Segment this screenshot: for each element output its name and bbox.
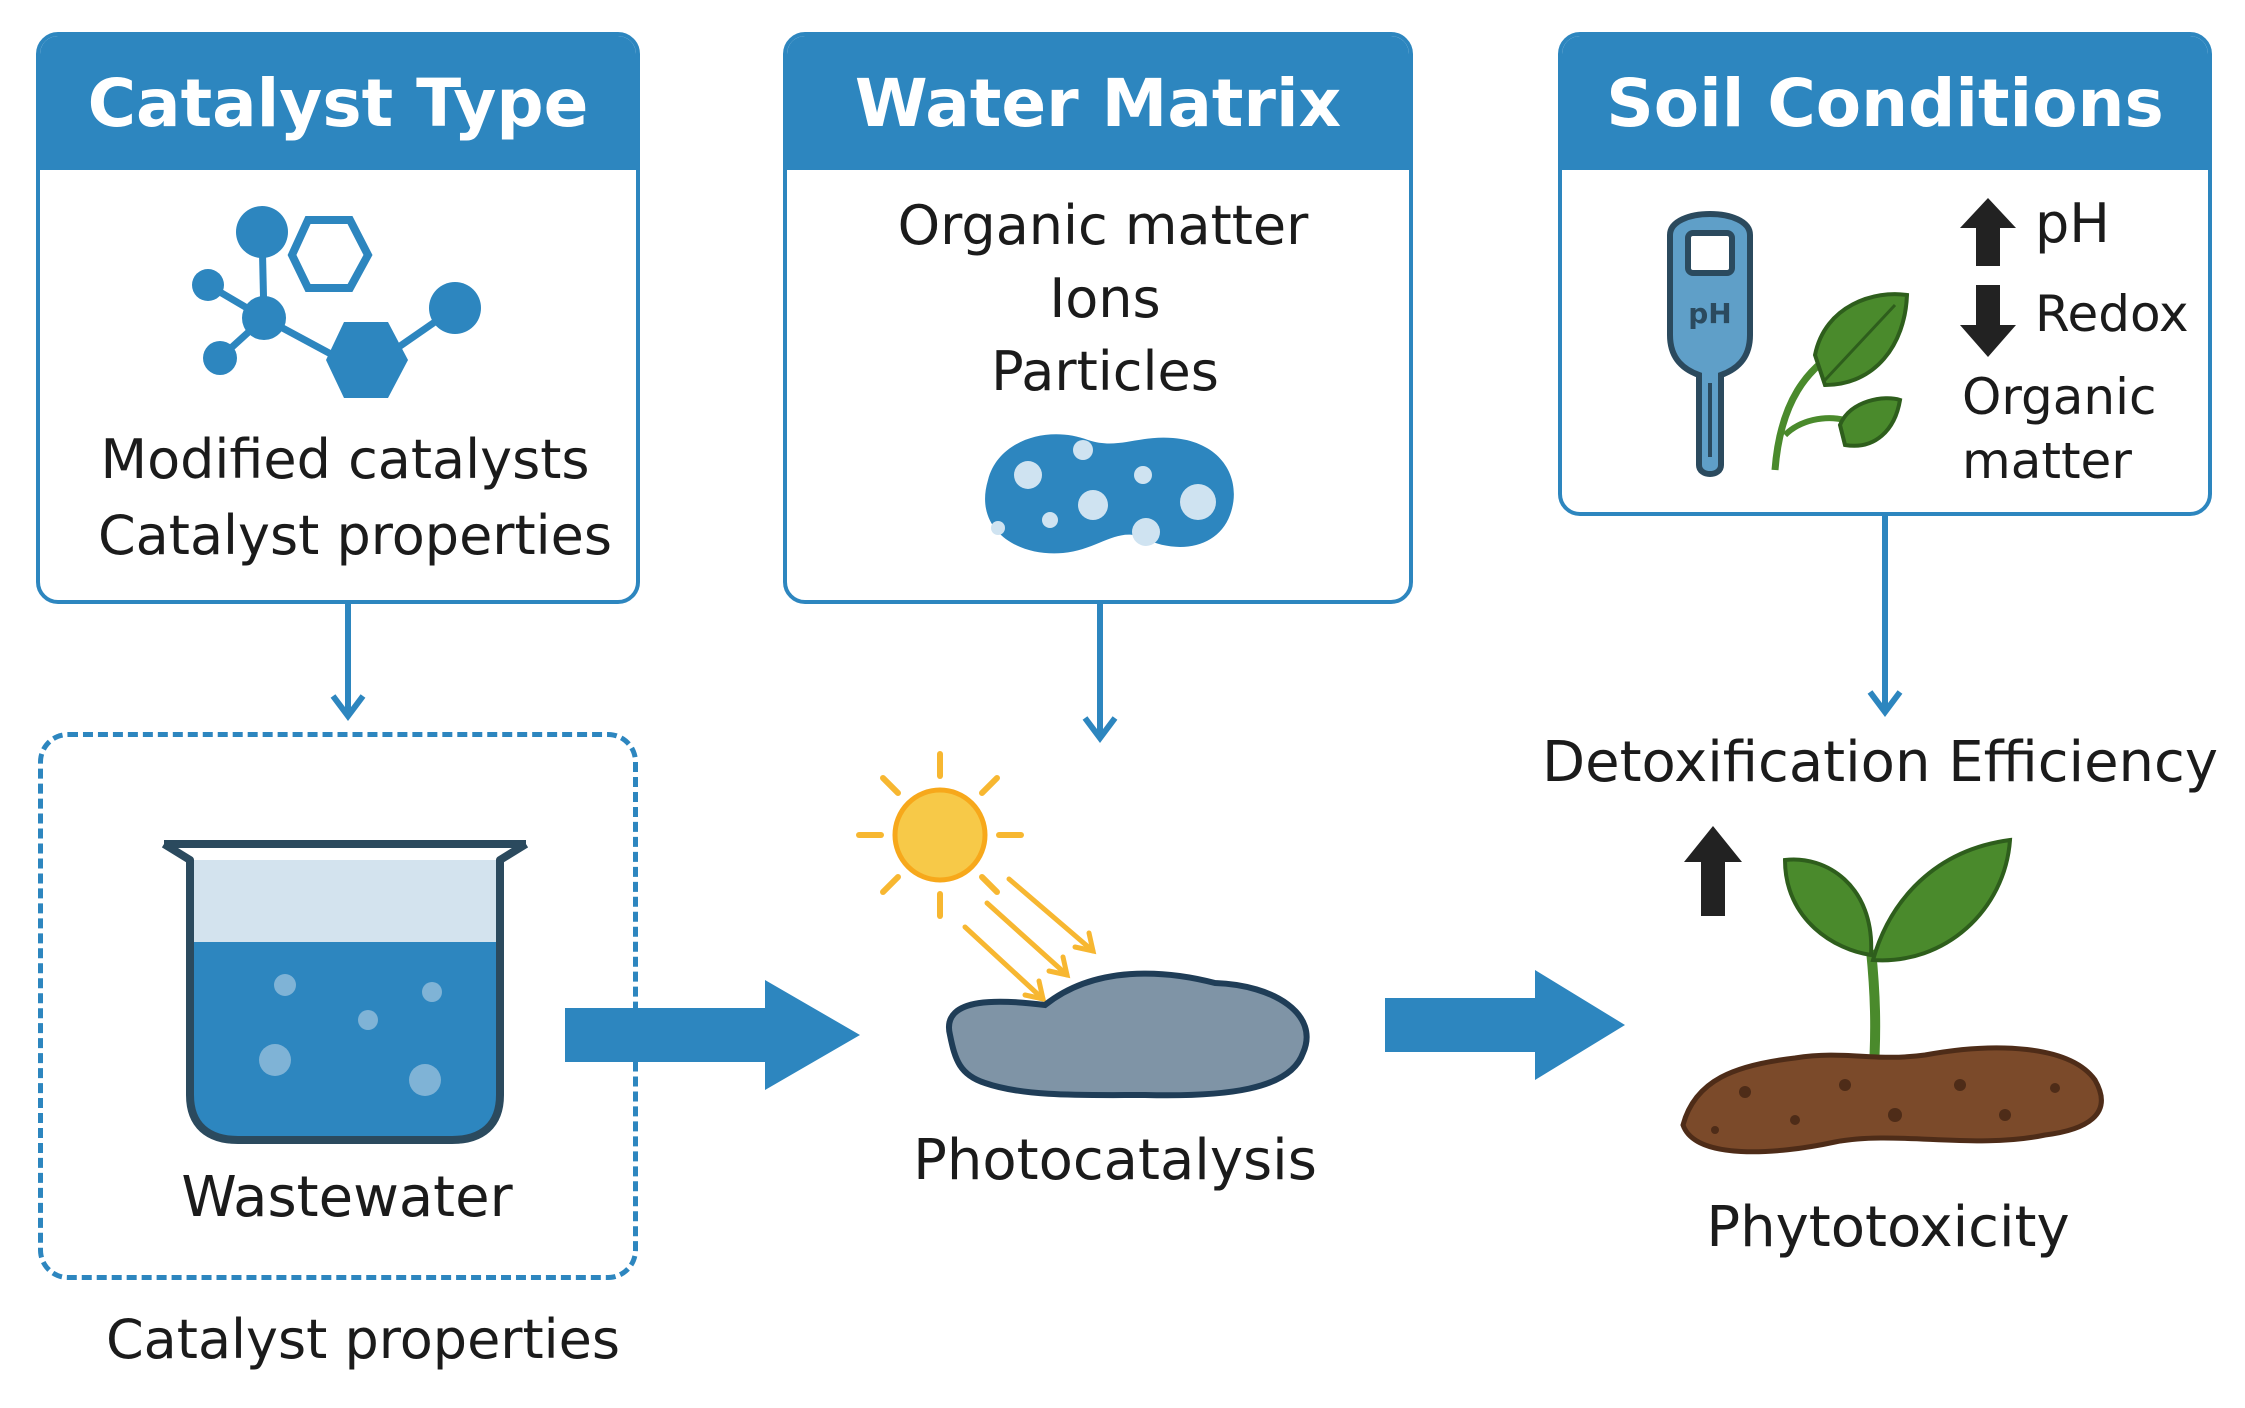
factor-organic-text: Organic xyxy=(1962,368,2157,426)
detox-efficiency-label: Detoxification Efficiency xyxy=(1542,730,2218,795)
up-arrow-icon xyxy=(1960,198,2016,266)
factor-redox-text: Redox xyxy=(2035,285,2189,343)
connector-arrow-soil xyxy=(1867,516,1903,717)
ions-text: Ions xyxy=(1049,267,1161,330)
soil-conditions-title: Soil Conditions xyxy=(1562,36,2208,170)
leaf-icon xyxy=(1771,292,1910,471)
particle-blob-icon xyxy=(985,434,1234,554)
catalyst-properties-text: Catalyst properties xyxy=(97,504,613,567)
particles-text: Particles xyxy=(991,340,1219,403)
water-matrix-title: Water Matrix xyxy=(787,36,1409,170)
seedling-icon xyxy=(1680,837,2104,1155)
photocatalysis-label: Photocatalysis xyxy=(913,1128,1317,1193)
modified-catalysts-text: Modified catalysts xyxy=(100,428,590,491)
up-arrow-icon xyxy=(1684,826,1742,916)
ph-meter-icon: pH xyxy=(1667,211,1753,477)
phytotoxicity-label: Phytotoxicity xyxy=(1706,1195,2070,1260)
down-arrow-icon xyxy=(1960,285,2016,357)
factor-matter-text: matter xyxy=(1962,432,2132,490)
connector-arrow-water xyxy=(1082,604,1118,743)
wastewater-dashed-box xyxy=(38,732,638,1280)
catalyst-type-box: Catalyst Type xyxy=(36,32,640,604)
wastewater-label: Wastewater xyxy=(181,1165,513,1230)
ph-meter-label: pH xyxy=(1688,297,1731,330)
beaker-icon xyxy=(161,840,529,1144)
light-rays-icon xyxy=(962,876,1097,1003)
flow-arrow-2 xyxy=(1385,970,1625,1080)
organic-matter-text: Organic matter xyxy=(897,194,1309,257)
molecule-icon xyxy=(192,206,481,398)
catalyst-type-title: Catalyst Type xyxy=(40,36,636,170)
water-matrix-box: Water Matrix xyxy=(783,32,1413,604)
connector-arrow-catalyst xyxy=(330,604,366,721)
flow-arrow-1 xyxy=(565,980,860,1090)
sun-icon xyxy=(856,751,1024,919)
catalyst-surface-icon xyxy=(945,970,1310,1099)
catalyst-properties-caption: Catalyst properties xyxy=(105,1308,621,1371)
factor-ph-text: pH xyxy=(2035,192,2110,255)
